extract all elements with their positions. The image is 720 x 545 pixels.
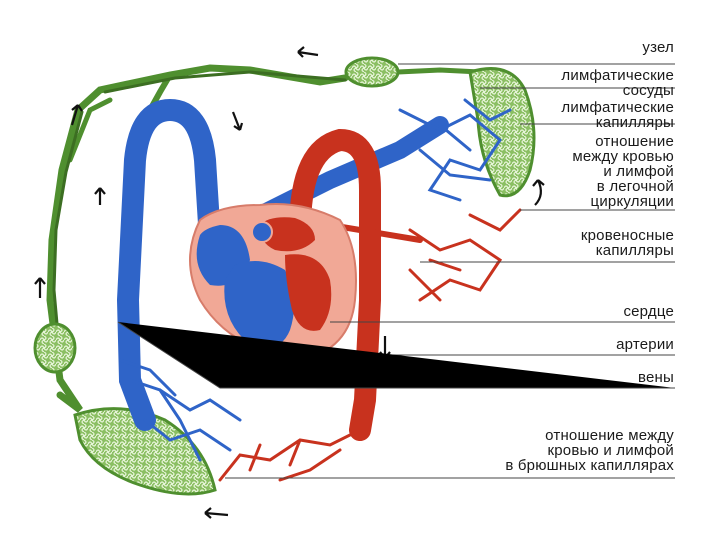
label-blood-capillaries: кровеносные капилляры (580, 227, 674, 259)
label-abdominal-relation: отношение между кровью и лимфой в брюшны… (505, 427, 674, 474)
arrow-bottom (204, 507, 229, 519)
vena-cava-superior (116, 98, 221, 431)
lung-artery-capillaries (408, 208, 522, 302)
leader-lines (117, 63, 675, 479)
lung-vein-capillaries (398, 98, 512, 202)
arrow-left-upper (70, 104, 83, 126)
lymph-node-top (344, 56, 400, 88)
abdomen-artery-capillaries (218, 428, 362, 482)
arrow-lymph-right (532, 179, 545, 206)
heart (189, 203, 357, 362)
aorta (289, 128, 381, 441)
lymph-vessel-right (395, 67, 483, 75)
label-node: узел (642, 39, 674, 56)
abdomen-vein-capillaries (118, 358, 242, 462)
label-lymph-capillaries: лимфатические капилляры (561, 99, 674, 131)
label-heart: сердце (623, 303, 674, 320)
arrow-top (297, 46, 319, 58)
lymph-node-left (33, 322, 77, 374)
label-lymph-vessels: лимфатические сосуды (561, 67, 674, 99)
label-veins: вены (637, 369, 674, 386)
label-arteries: артерии (616, 336, 674, 353)
left-atrium (259, 217, 315, 252)
arrow-left-middle (94, 187, 106, 205)
left-ventricle (285, 254, 332, 331)
arrow-vein-down (231, 111, 244, 131)
right-ventricle (224, 261, 294, 348)
lymph-capillary-bed-lung (468, 67, 536, 198)
label-lung-relation: отношение между кровью и лимфой в легочн… (572, 133, 674, 210)
arrow-left-lower (34, 277, 46, 298)
lymph-vessel-inner-left (67, 97, 113, 163)
